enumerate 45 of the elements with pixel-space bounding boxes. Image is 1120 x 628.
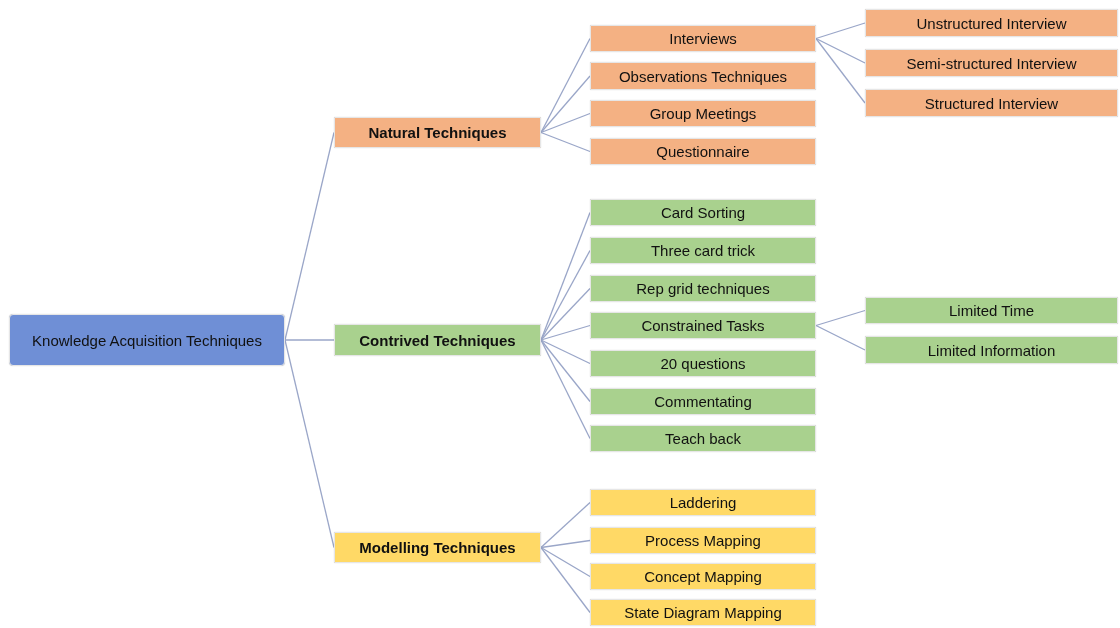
connector-line [815, 37, 866, 64]
category-box: Contrived Techniques [334, 324, 541, 356]
connector-line [540, 339, 591, 365]
connector-line [284, 131, 335, 341]
connector-line [284, 339, 335, 341]
technique-box: Questionnaire [590, 138, 816, 165]
connector-line [540, 75, 591, 134]
category-box: Natural Techniques [334, 117, 541, 148]
connector-line [540, 112, 591, 134]
technique-box: Unstructured Interview [865, 9, 1118, 37]
connector-line [540, 501, 591, 549]
connector-line [540, 339, 591, 440]
connector-line [815, 37, 866, 104]
connector-line [815, 22, 866, 40]
technique-box: Concept Mapping [590, 563, 816, 590]
category-box: Modelling Techniques [334, 532, 541, 563]
technique-box: Constrained Tasks [590, 312, 816, 339]
technique-box: Process Mapping [590, 527, 816, 554]
connector-line [540, 339, 591, 403]
connector-line [284, 339, 335, 549]
connector-line [540, 546, 591, 614]
technique-box: Observations Techniques [590, 62, 816, 90]
technique-box: Structured Interview [865, 89, 1118, 117]
technique-box: Semi-structured Interview [865, 49, 1118, 77]
connector-line [540, 324, 591, 341]
technique-box: Limited Information [865, 336, 1118, 364]
technique-box: Rep grid techniques [590, 275, 816, 302]
technique-box: Laddering [590, 489, 816, 516]
technique-box: Group Meetings [590, 100, 816, 127]
technique-box: Three card trick [590, 237, 816, 264]
technique-box: State Diagram Mapping [590, 599, 816, 626]
technique-box: Card Sorting [590, 199, 816, 226]
connector-line [815, 309, 866, 327]
connector-line [540, 287, 591, 341]
connector-line [540, 249, 591, 341]
technique-box: Interviews [590, 25, 816, 52]
connector-line [540, 546, 591, 578]
technique-box: Commentating [590, 388, 816, 415]
connector-line [815, 324, 866, 351]
connector-line [540, 539, 591, 549]
technique-box: Teach back [590, 425, 816, 452]
root-box: Knowledge Acquisition Techniques [9, 314, 285, 366]
technique-box: Limited Time [865, 297, 1118, 324]
technique-box: 20 questions [590, 350, 816, 377]
connector-line [540, 131, 591, 153]
